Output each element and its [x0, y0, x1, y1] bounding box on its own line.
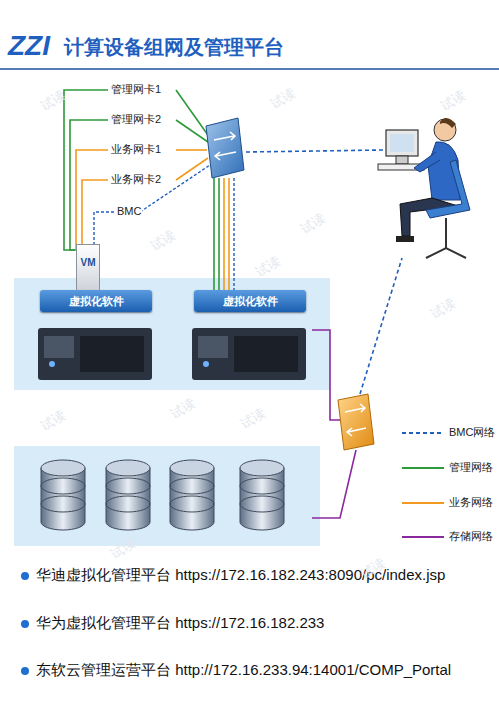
disk-body [240, 468, 284, 530]
bmc-wire [246, 150, 384, 152]
nic-label: 管理网卡1 [110, 83, 162, 96]
nic-label: 管理网卡2 [110, 113, 162, 126]
bmc-wire [360, 258, 402, 394]
hair [440, 118, 456, 128]
management-wire [64, 90, 108, 250]
storage-wire [312, 330, 340, 420]
switch-body [206, 118, 244, 178]
watermark: 试读 [147, 227, 179, 256]
watermark: 试读 [297, 210, 329, 239]
watermark: 试读 [267, 85, 299, 114]
disk-body [106, 468, 150, 530]
server-body [192, 328, 306, 380]
legend-text: 存储网络 [449, 530, 493, 543]
server-band [14, 278, 330, 390]
logo: ZZI [8, 30, 50, 62]
legend-sample [402, 536, 444, 538]
management-wire [176, 120, 208, 142]
virtualization-bar: 虚拟化软件 [40, 290, 152, 312]
disk-platter [106, 478, 150, 494]
server-panel [80, 336, 144, 372]
server-body [38, 328, 152, 380]
server-panel [44, 336, 74, 358]
arm [414, 152, 440, 172]
server-led [49, 361, 55, 367]
disk-platter [41, 496, 85, 512]
disk-platter [106, 460, 150, 476]
node-text: 虚拟化软件 [219, 294, 282, 309]
disk-platter [240, 460, 284, 476]
network-switch [206, 118, 244, 178]
service-wire [176, 149, 207, 151]
header-rule [0, 68, 499, 70]
watermark: 试读 [167, 395, 199, 424]
switch-arrows [214, 132, 236, 160]
legend-sample [402, 502, 444, 504]
watermark: 试读 [427, 295, 459, 324]
disk-platter [240, 496, 284, 512]
server [192, 328, 306, 380]
monitor [386, 130, 418, 156]
server-panel [234, 336, 298, 372]
service-wire [82, 180, 108, 250]
bullet [21, 667, 29, 675]
disk-platter [41, 460, 85, 476]
watermark: 试读 [252, 253, 284, 282]
bullet [21, 620, 29, 628]
disk-platter [240, 478, 284, 494]
server-led [203, 361, 209, 367]
page-title: 计算设备组网及管理平台 [64, 36, 284, 59]
watermark: 试读 [37, 407, 69, 436]
watermark: 试读 [437, 87, 469, 116]
bmc-label: BMC [116, 205, 142, 218]
service-wire [228, 178, 230, 292]
chair-base [426, 218, 466, 258]
legend-text: BMC网络 [449, 426, 495, 439]
chair [426, 160, 470, 218]
switch-body [338, 394, 374, 450]
watermark: 试读 [237, 405, 269, 434]
bmc-wire [233, 178, 234, 292]
storage-band [14, 446, 320, 546]
server-panel [198, 336, 228, 358]
management-wire [70, 120, 108, 250]
disk-platter [170, 478, 214, 494]
screen [390, 134, 414, 152]
disk-array [41, 460, 284, 530]
storage-wire [312, 450, 356, 518]
server [38, 328, 152, 380]
operator-figure [378, 118, 470, 258]
disk-platter [170, 460, 214, 476]
legend-sample [402, 467, 444, 469]
disk-platter [41, 478, 85, 494]
service-wire [76, 150, 108, 250]
disk-platter [170, 496, 214, 512]
storage-switch [338, 394, 374, 450]
legend-text: 管理网络 [449, 461, 493, 474]
disk-body [41, 468, 85, 530]
platform-link: 东软云管理运营平台 http://172.16.233.94:14001/COM… [36, 661, 451, 678]
nic-label: 业务网卡1 [110, 143, 162, 156]
nic-label: 业务网卡2 [110, 173, 162, 186]
monitor-stand [396, 156, 408, 164]
disk-platter [106, 496, 150, 512]
switch-arrows [345, 404, 366, 436]
virtualization-bar: 虚拟化软件 [194, 290, 306, 312]
disk-body [170, 468, 214, 530]
shoe [396, 236, 414, 242]
platform-link: 华为虚拟化管理平台 https://172.16.182.233 [36, 614, 324, 631]
service-wire [223, 178, 225, 292]
legend-text: 业务网络 [449, 496, 493, 509]
node-text: VM [77, 257, 99, 268]
management-wire [218, 178, 220, 292]
bullet [21, 572, 29, 580]
management-wire [213, 178, 215, 292]
node-text: 虚拟化软件 [65, 294, 128, 309]
legend-sample [402, 432, 444, 434]
